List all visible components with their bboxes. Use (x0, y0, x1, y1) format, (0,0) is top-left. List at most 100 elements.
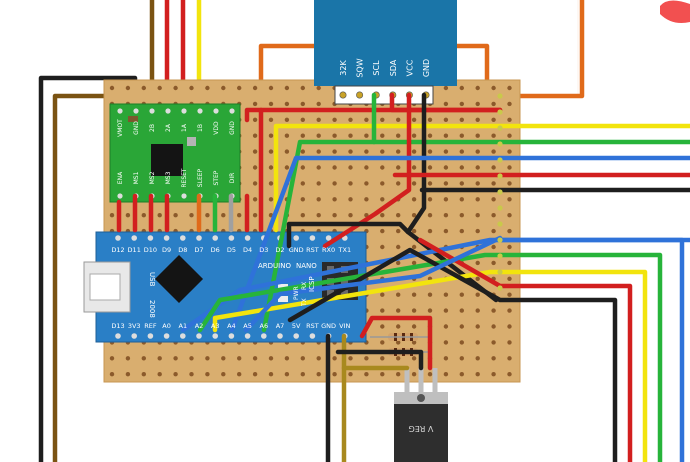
stripboard-hole (316, 149, 321, 154)
stripboard-hole (491, 308, 496, 313)
icsp-pin (341, 290, 348, 297)
nano-bottom-pin-label: A3 (211, 322, 220, 330)
stripboard-hole (332, 165, 337, 170)
nano-top-pin-label: D3 (259, 246, 268, 254)
stripboard-hole (252, 181, 258, 186)
stripboard-hole (380, 324, 385, 329)
stripboard-hole (475, 276, 480, 281)
stripboard-hole (268, 85, 274, 91)
stripboard-hole (380, 165, 385, 170)
stripboard-hole (507, 356, 512, 361)
stripboard-hole (411, 133, 417, 138)
stripboard-hole (491, 181, 496, 186)
stripboard-hole (411, 356, 417, 361)
stripboard-hole (189, 356, 194, 361)
nano-top-pin (147, 235, 154, 241)
stripboard-hole (221, 85, 226, 91)
nano-top-pin-label: D5 (227, 246, 236, 254)
regulator-label: V REG (409, 424, 434, 433)
stripboard-hole (109, 356, 115, 361)
stripboard-hole (491, 133, 496, 138)
components-layer (83, 0, 690, 462)
driver-top-pin-label: 2A (165, 123, 172, 132)
stripboard-hole (475, 181, 480, 186)
stripboard-hole (109, 372, 115, 377)
nano-bottom-pin-label: 3V3 (128, 322, 141, 330)
nano-bottom-pin (196, 333, 202, 339)
stripboard-hole (396, 213, 401, 218)
wire-yellow-main (273, 123, 690, 233)
stripboard-hole (300, 213, 305, 218)
nano-pwr-label: PWR (293, 286, 300, 300)
stripboard-hole (427, 292, 433, 297)
stripboard-hole (443, 308, 449, 313)
stripboard-hole (205, 85, 210, 91)
stripboard-hole (427, 308, 433, 313)
stripboard-hole (284, 117, 290, 123)
stripboard-hole (300, 181, 305, 186)
stripboard-hole (221, 213, 226, 218)
stripboard-hole (459, 292, 464, 297)
regulator-lead (404, 368, 410, 394)
nano-bottom-pin-label: A2 (195, 322, 204, 330)
nano-bottom-pin-label: REF (144, 322, 157, 330)
stripboard-hole (475, 292, 480, 297)
stripboard-hole (348, 117, 353, 123)
stripboard-hole (411, 181, 417, 186)
stripboard-hole (316, 181, 321, 186)
stripboard-hole (396, 292, 401, 297)
stripboard-hole (491, 101, 496, 107)
stripboard-hole (396, 165, 401, 170)
stripboard-hole (268, 356, 274, 361)
stripboard-hole (237, 356, 242, 361)
nano-bottom-pin-label: 5V (292, 322, 301, 330)
wire-red-vcc (322, 92, 412, 249)
stripboard-hole (491, 356, 496, 361)
stripboard-hole (300, 149, 305, 154)
arduino-led-rx (278, 284, 288, 290)
nano-bottom-pin-label: A6 (260, 322, 269, 330)
driver-top-pin-label: 1B (197, 124, 204, 132)
wire-black-a7 (287, 247, 618, 462)
stripboard-hole (443, 292, 449, 297)
stripboard-hole (396, 228, 401, 234)
stripboard-hole (427, 181, 433, 186)
nano-top-pin-label: D8 (178, 246, 187, 254)
stripboard-hole (443, 165, 449, 170)
stripboard-hole (380, 292, 385, 297)
stripboard-hole (475, 324, 480, 329)
stripboard-hole (284, 133, 290, 138)
stripboard-hole (252, 133, 258, 138)
stripboard-hole (332, 181, 337, 186)
wire-red-mid (417, 237, 633, 462)
stripboard-hole (348, 372, 353, 377)
nano-bottom-pin-label: A7 (276, 322, 285, 330)
stripboard-hole (316, 356, 321, 361)
nano-top-pin-label: D6 (211, 246, 220, 254)
header-pin-right (497, 237, 503, 243)
stripboard-hole (125, 356, 131, 361)
nano-top-pin (163, 235, 170, 241)
stripboard-hole (459, 308, 464, 313)
stripboard-hole (380, 244, 385, 250)
stripboard-hole (443, 340, 449, 345)
stripboard-hole (427, 149, 433, 154)
nano-bottom-pin-label: VIN (339, 322, 350, 330)
stripboard-hole (173, 356, 178, 361)
arduino-led-tx (278, 296, 288, 302)
stripboard-hole (491, 85, 496, 91)
indicator-element (660, 0, 690, 23)
stripboard-hole (475, 197, 480, 202)
stripboard-hole (364, 197, 369, 202)
nano-bottom-pin (180, 333, 186, 339)
stripboard-hole (491, 260, 496, 266)
display-pin (339, 91, 347, 99)
driver-top-pin-label: VDD (213, 121, 220, 135)
stripboard-hole (411, 117, 417, 123)
stripboard-hole (411, 228, 417, 234)
header-pin-right (497, 125, 503, 131)
stripboard-hole (380, 117, 385, 123)
stripboard-hole (364, 117, 369, 123)
nano-top-pin-label: GND (289, 246, 304, 254)
stripboard-hole (125, 372, 131, 377)
